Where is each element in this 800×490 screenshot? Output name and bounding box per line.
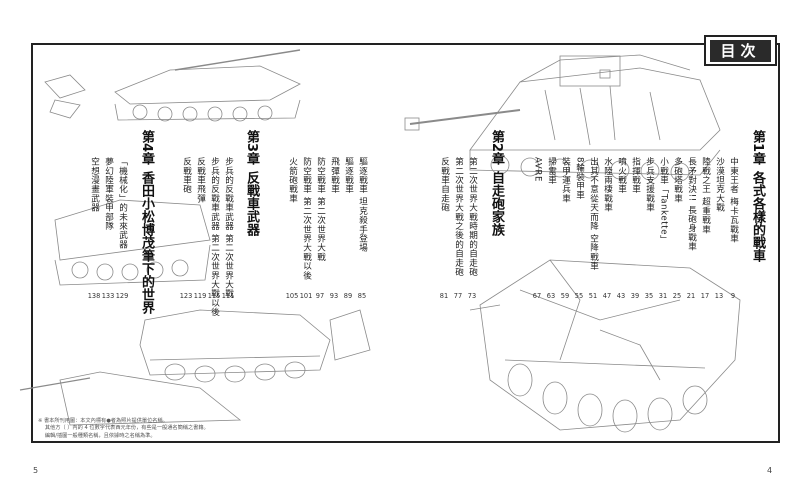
chapter-2-heading: 第2章自走砲家族 — [489, 130, 504, 237]
merkava-tank-illustration — [44, 49, 301, 122]
chapter-1-heading: 第1章各式各樣的戰車 — [750, 130, 765, 263]
page-number: 105 — [285, 292, 299, 300]
page-number: 119 — [193, 292, 207, 300]
toc-entry[interactable]: 驅逐戰車 — [343, 157, 354, 194]
toc-entry[interactable]: 反戰車砲 — [181, 157, 192, 194]
toc-entry[interactable]: 防空戰車 第二次世界大戰 — [315, 157, 326, 262]
tiger-tank-cutaway-illustration — [404, 54, 721, 182]
toc-entry[interactable]: 空想漫畫武器 — [89, 157, 100, 213]
toc-entry[interactable]: 噴火戰車 — [616, 157, 627, 194]
toc-entry[interactable]: 「機械化」的未來武器 — [117, 157, 128, 249]
page-number: 67 — [532, 292, 542, 300]
hetzer-illustration — [469, 259, 741, 433]
page-number: 89 — [343, 292, 353, 300]
toc-entry[interactable]: 第二次世界大戰之後的自走砲 — [453, 157, 464, 277]
toc-entry[interactable]: 防空戰車 第二次世界大戰以後 — [301, 157, 312, 280]
page-number: 77 — [453, 292, 463, 300]
toc-entry[interactable]: 中東王者 梅卡瓦戰車 — [728, 157, 739, 244]
page-number: 85 — [357, 292, 367, 300]
page-number: 81 — [439, 292, 449, 300]
armored-vehicle-illustration — [19, 309, 371, 426]
toc-entry[interactable]: 多砲塔戰車 — [672, 157, 683, 203]
page-number: 59 — [560, 292, 570, 300]
page-number: 73 — [467, 292, 477, 300]
page-number: 21 — [686, 292, 696, 300]
toc-entry[interactable]: 步兵支援戰車 — [644, 157, 655, 213]
toc-entry[interactable]: 驅逐戰車 坦克殺手登場 — [357, 157, 368, 253]
toc-entry[interactable]: 第二次世界大戰時期的自走砲 — [467, 157, 478, 277]
page-number: 133 — [101, 292, 115, 300]
page-number: 31 — [658, 292, 668, 300]
toc-entry[interactable]: 指揮戰車 — [630, 157, 641, 194]
toc-entry[interactable]: 裝甲運兵車 — [560, 157, 571, 203]
page-number: 63 — [546, 292, 556, 300]
page-title: 目次 — [710, 39, 771, 62]
toc-entry[interactable]: 陸戰之王 超重戰車 — [700, 157, 711, 234]
toc-entry[interactable]: 反戰車自走砲 — [439, 157, 450, 213]
page-number: 39 — [630, 292, 640, 300]
toc-entry[interactable]: 8輪裝甲車 — [574, 157, 585, 200]
toc-entry[interactable]: 掃雷車 — [546, 157, 557, 185]
toc-entry[interactable]: 反戰車飛彈 — [195, 157, 206, 203]
page-number: 25 — [672, 292, 682, 300]
page-number: 129 — [115, 292, 129, 300]
toc-entry[interactable]: 水陸兩棲戰車 — [602, 157, 613, 213]
toc-entry[interactable]: 步兵的反戰車武器 第二次世界大戰以後 — [209, 157, 220, 317]
page-number: 47 — [602, 292, 612, 300]
right-page-number: 4 — [767, 466, 773, 475]
toc-entry[interactable]: 長矛對決!! 長砲身戰車 — [686, 157, 697, 252]
toc-title-box: 目次 — [704, 35, 777, 66]
page-number: 17 — [700, 292, 710, 300]
modern-tank-illustration — [54, 199, 211, 286]
page-number: 43 — [616, 292, 626, 300]
page-number: 101 — [299, 292, 313, 300]
footnote: ※ 書本所刊用圖：本文內標有●者為照片提供單位名稱。 其他方（ ）內的 4 位數… — [38, 418, 209, 439]
toc-entry[interactable]: 夢幻陸軍裝甲部隊 — [103, 157, 114, 231]
page-number: 123 — [179, 292, 193, 300]
toc-entry[interactable]: 飛彈戰車 — [329, 157, 340, 194]
chapter-3-heading: 第3章反戰車武器 — [244, 130, 259, 237]
page-number: 55 — [574, 292, 584, 300]
page-number: 9 — [730, 292, 736, 300]
left-page-number: 5 — [33, 466, 39, 475]
toc-entry[interactable]: 步兵的反戰車武器 第二次世界大戰 — [223, 157, 234, 299]
toc-entry[interactable]: 小戰車「Tankette」 — [658, 157, 669, 245]
toc-entry[interactable]: 火箭砲戰車 — [287, 157, 298, 203]
content-frame — [31, 43, 780, 443]
page-number: 51 — [588, 292, 598, 300]
page-number: 111 — [221, 292, 235, 300]
toc-entry[interactable]: 出其不意從天而降 空降戰車 — [588, 157, 599, 271]
page-number: 35 — [644, 292, 654, 300]
chapter-4-heading: 第4章香田小松博茂筆下的世界 — [139, 130, 154, 315]
page-number: 115 — [207, 292, 221, 300]
page-number: 97 — [315, 292, 325, 300]
toc-entry[interactable]: 沙漠坦克大戰 — [714, 157, 725, 213]
page-number: 138 — [87, 292, 101, 300]
page-number: 93 — [329, 292, 339, 300]
page-number: 13 — [714, 292, 724, 300]
toc-entry[interactable]: AVRE — [532, 157, 543, 183]
